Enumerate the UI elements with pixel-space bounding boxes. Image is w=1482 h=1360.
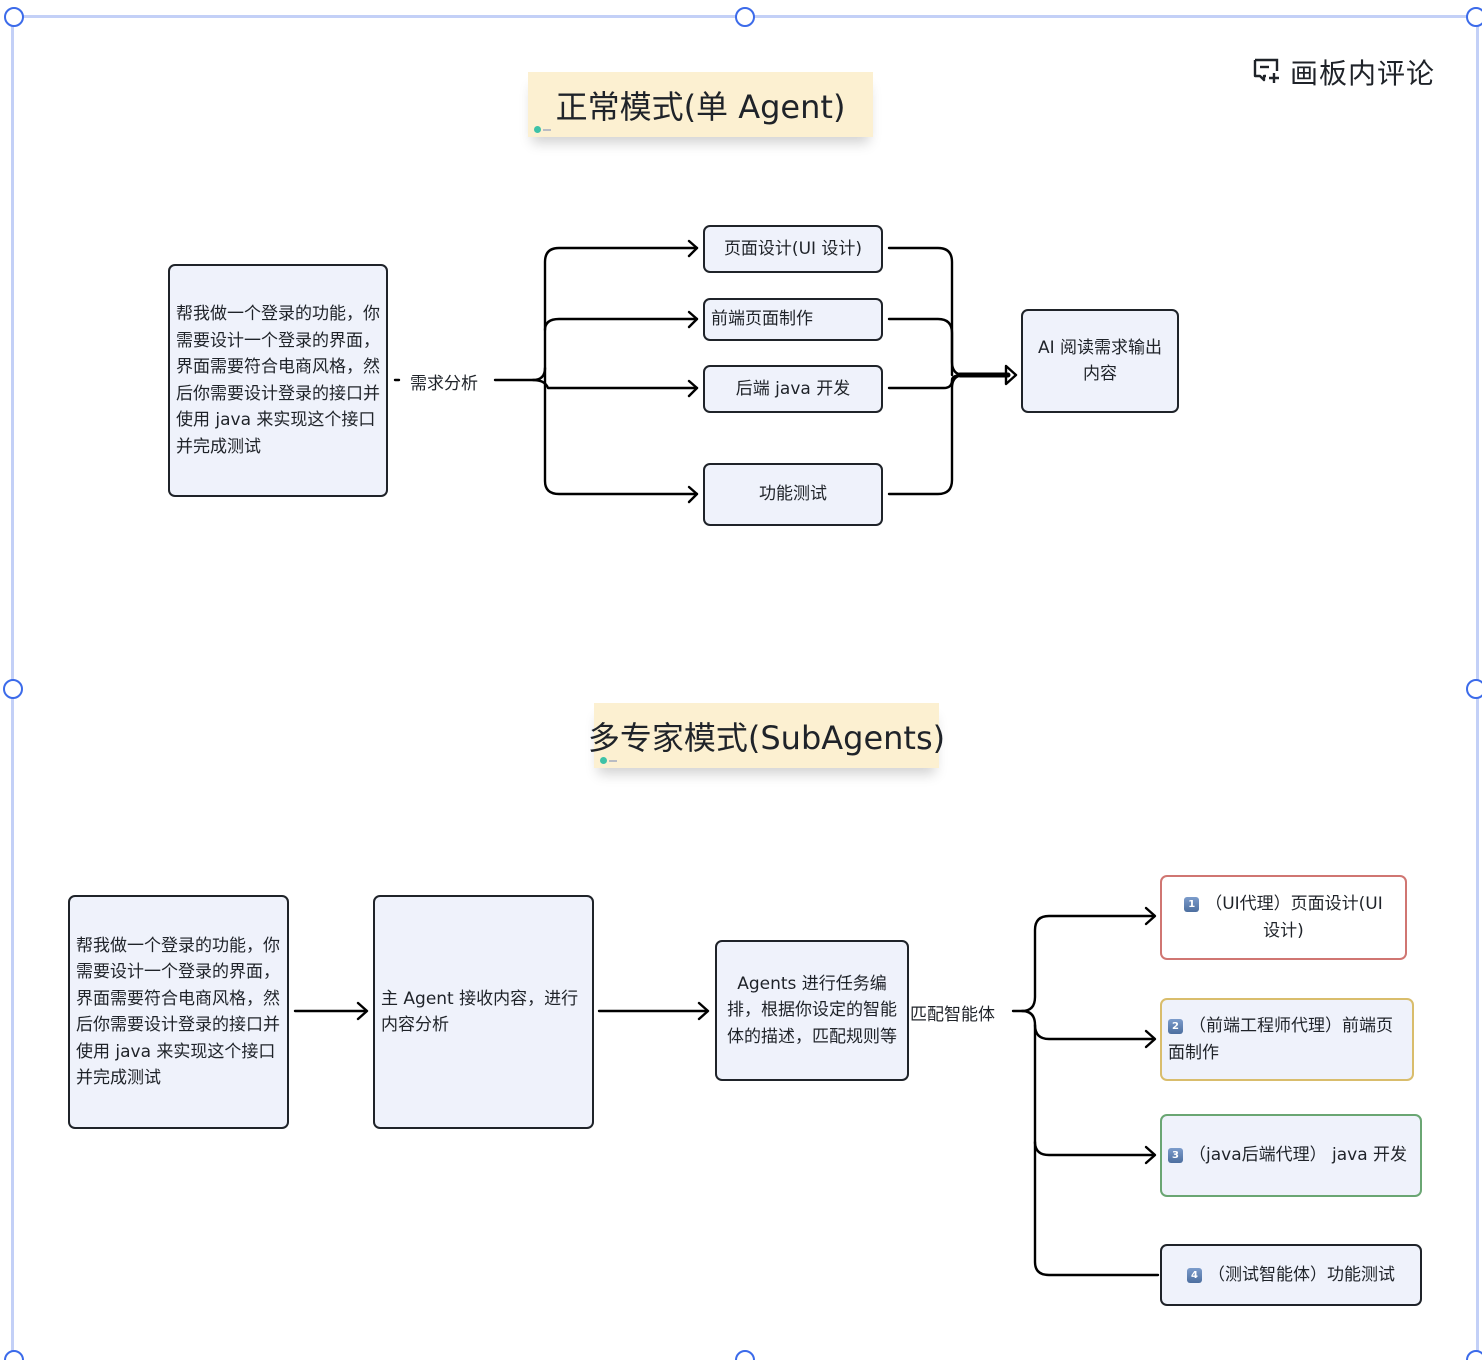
comment-add-icon: [1252, 56, 1280, 88]
task-node-backend-java[interactable]: 后端 java 开发: [703, 365, 883, 413]
number-4-icon: 4: [1187, 1267, 1202, 1283]
connector-to-task-4: [543, 366, 699, 496]
arrowhead-main-agent: [356, 1001, 369, 1021]
edge-label-match-agents: 匹配智能体: [910, 1000, 995, 1025]
connector-to-agent-2: [1020, 1009, 1156, 1041]
number-2-icon: 2: [1168, 1019, 1183, 1034]
request-node-text: 帮我做一个登录的功能，你需要设计一个登录的界面，界面需要符合电商风格，然后你需要…: [76, 935, 280, 1089]
arrowhead-task-4: [687, 485, 699, 504]
author-badge-icon: [534, 126, 551, 133]
resize-handle-bottom-right[interactable]: [1466, 1350, 1482, 1360]
connector-analysis-trunk: [493, 246, 699, 382]
arrowhead-task-3: [687, 379, 699, 398]
resize-handle-middle-left[interactable]: [3, 679, 23, 699]
arrowhead-agent-2: [1144, 1029, 1157, 1049]
agent-node-text: （前端工程师代理）前端页面制作: [1168, 1016, 1393, 1063]
arrowhead-output: [1004, 364, 1018, 386]
task-node-text: 功能测试: [759, 484, 827, 505]
agent-node-text: （UI代理）页面设计(UI 设计): [1205, 894, 1383, 941]
section-title-multi-agent[interactable]: 多专家模式(SubAgents): [588, 703, 945, 768]
arrowhead-orchestrate: [697, 1001, 710, 1021]
resize-handle-top-left[interactable]: [4, 7, 24, 27]
resize-handle-bottom-left[interactable]: [4, 1350, 24, 1360]
agent-node-testing[interactable]: 4 （测试智能体）功能测试: [1160, 1244, 1422, 1306]
main-agent-node-text: 主 Agent 接收内容，进行内容分析: [381, 988, 579, 1036]
author-badge-icon: [600, 757, 617, 764]
connector-task-1-out: [887, 246, 966, 377]
task-node-text: 后端 java 开发: [735, 378, 851, 399]
agent-node-text: （java后端代理） java 开发: [1189, 1145, 1408, 1166]
connector-to-agent-4: [1033, 1140, 1160, 1277]
resize-handle-bottom-center[interactable]: [735, 1350, 755, 1360]
resize-handle-top-right[interactable]: [1466, 7, 1482, 27]
connector-task-2-out: [887, 317, 954, 377]
main-agent-node[interactable]: 主 Agent 接收内容，进行内容分析: [373, 895, 594, 1129]
connector-task-4-out: [887, 373, 966, 496]
connector-match-trunk: [1011, 914, 1156, 1013]
connector-to-agent-3: [1033, 1023, 1156, 1157]
arrowhead-agent-1: [1144, 906, 1157, 926]
connector-to-task-2: [543, 317, 699, 332]
agent-node-frontend[interactable]: 2（前端工程师代理）前端页面制作: [1160, 998, 1414, 1081]
orchestrate-node-text: Agents 进行任务编排，根据你设定的智能体的描述，匹配规则等: [727, 973, 897, 1047]
output-node-text: AI 阅读需求输出内容: [1037, 337, 1163, 385]
task-node-testing[interactable]: 功能测试: [703, 463, 883, 526]
agent-node-ui[interactable]: 1 （UI代理）页面设计(UI 设计): [1160, 875, 1407, 960]
request-node-text: 帮我做一个登录的功能，你需要设计一个登录的界面，界面需要符合电商风格，然后你需要…: [176, 304, 380, 457]
task-node-text: 前端页面制作: [711, 309, 813, 330]
board-comment-button[interactable]: 画板内评论: [1252, 52, 1435, 92]
task-node-frontend[interactable]: 前端页面制作: [703, 298, 883, 341]
edge-label-requirement-analysis: 需求分析: [408, 369, 480, 394]
arrowhead-agent-3: [1144, 1145, 1157, 1165]
request-node-multi[interactable]: 帮我做一个登录的功能，你需要设计一个登录的界面，界面需要符合电商风格，然后你需要…: [68, 895, 289, 1129]
connector-to-task-3: [531, 378, 699, 390]
section-title-single-agent[interactable]: 正常模式(单 Agent): [528, 72, 873, 137]
connector-task-3-out: [887, 373, 966, 390]
board-comment-label: 画板内评论: [1290, 57, 1436, 90]
task-node-text: 页面设计(UI 设计): [723, 238, 863, 259]
number-3-icon: 3: [1168, 1148, 1183, 1164]
agent-node-content: 2（前端工程师代理）前端页面制作: [1168, 1013, 1398, 1066]
resize-handle-top-center[interactable]: [735, 7, 755, 27]
section-title-text: 正常模式(单 Agent): [555, 87, 846, 126]
agent-node-content: 3 （java后端代理） java 开发: [1168, 1142, 1407, 1169]
agent-node-content: 1 （UI代理）页面设计(UI 设计): [1174, 891, 1393, 944]
task-node-ui-design[interactable]: 页面设计(UI 设计): [703, 225, 883, 273]
request-node-single[interactable]: 帮我做一个登录的功能，你需要设计一个登录的界面，界面需要符合电商风格，然后你需要…: [168, 264, 388, 497]
agent-node-text: （测试智能体）功能测试: [1208, 1264, 1395, 1285]
arrowhead-task-1: [687, 239, 699, 258]
agent-node-content: 4 （测试智能体）功能测试: [1187, 1262, 1395, 1289]
arrowhead-task-2: [687, 310, 699, 329]
resize-handle-middle-right[interactable]: [1466, 679, 1482, 699]
section-title-text: 多专家模式(SubAgents): [587, 718, 946, 757]
output-node-ai-read[interactable]: AI 阅读需求输出内容: [1021, 309, 1179, 413]
number-1-icon: 1: [1184, 897, 1200, 912]
orchestrate-node[interactable]: Agents 进行任务编排，根据你设定的智能体的描述，匹配规则等: [715, 940, 909, 1081]
agent-node-backend[interactable]: 3 （java后端代理） java 开发: [1160, 1114, 1422, 1197]
